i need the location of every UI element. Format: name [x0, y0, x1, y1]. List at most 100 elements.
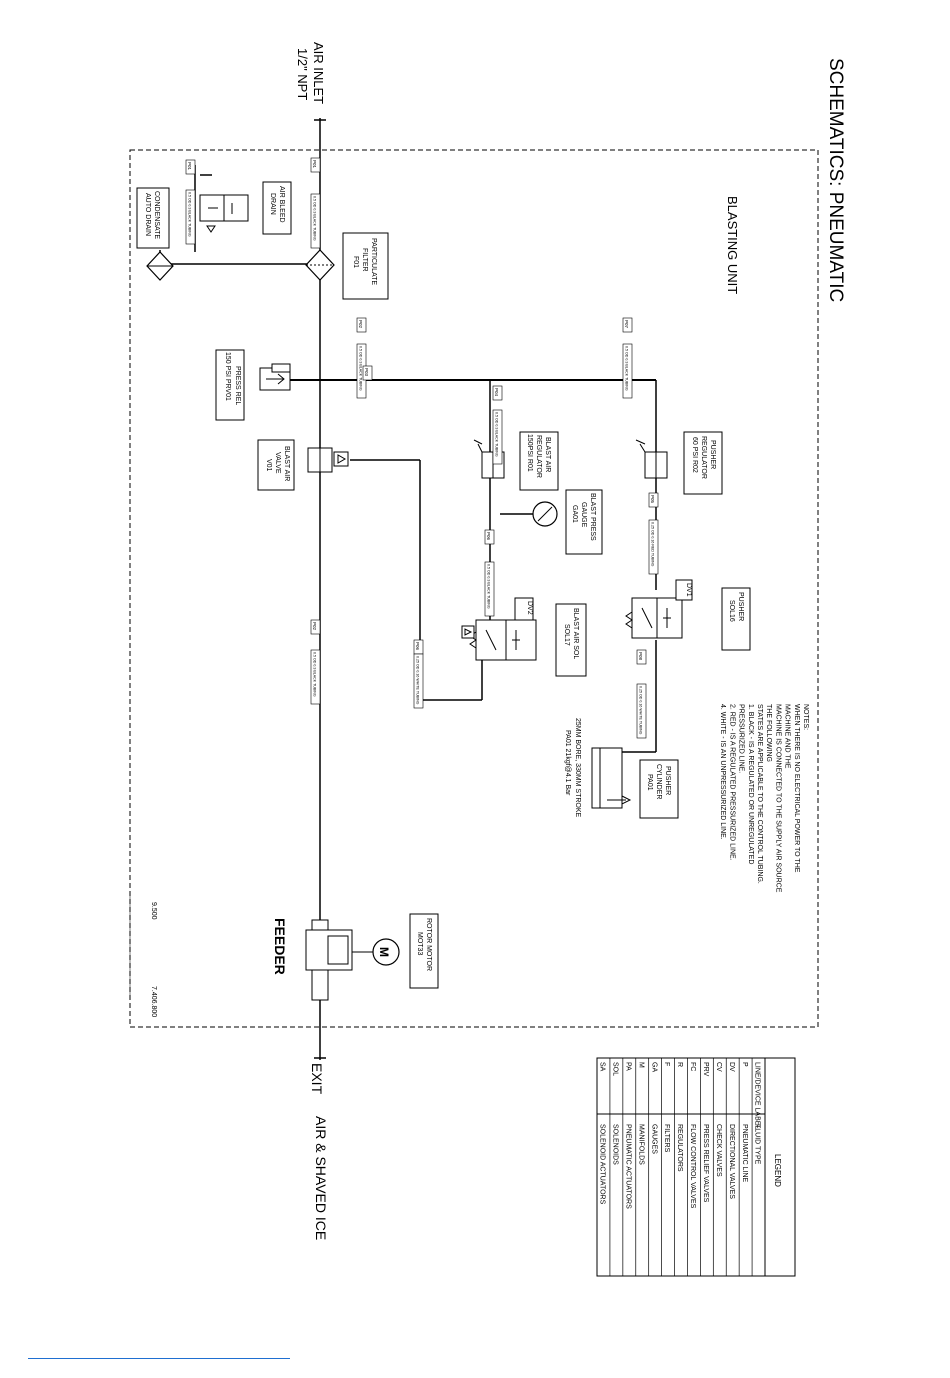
- svg-text:VALVE: VALVE: [274, 452, 281, 474]
- particulate-filter: PARTICULATE FILTER F01: [305, 232, 389, 300]
- svg-text:PA01 21kgf@4.1 Bar: PA01 21kgf@4.1 Bar: [564, 730, 571, 796]
- line-tag-box: [356, 317, 367, 333]
- tubing-tag-label: 0.25 OD 0.16 RED TUBING: [651, 522, 655, 567]
- line-tag-box: [362, 365, 373, 381]
- svg-text:BLAST AIR: BLAST AIR: [283, 446, 290, 481]
- legend-fluid-type: PRESS RELIEF VALVES: [702, 1124, 709, 1203]
- line-tag-label: P06: [415, 642, 420, 651]
- dv1-tag: DV1: [685, 583, 692, 597]
- legend-fluid-type: REGULATORS: [676, 1124, 683, 1172]
- feeder-assembly: M ROTOR MOTOR MOT33: [305, 913, 439, 1001]
- blast-air-regulator: BLAST AIR REGULATOR 150PSI R01: [473, 431, 559, 491]
- line-tag-box: [492, 385, 503, 401]
- legend-label: PRV: [702, 1062, 709, 1077]
- legend-label: GA: [650, 1062, 657, 1072]
- dimension-labels: 9.500 7.406.800: [129, 894, 157, 1017]
- motor-symbol: M: [377, 947, 391, 957]
- tubing-tag-box: [310, 649, 321, 705]
- legend-fluid-type: FLOW CONTROL VALVES: [689, 1124, 696, 1209]
- legend-label: CV: [715, 1062, 722, 1072]
- svg-text:FILTER: FILTER: [361, 248, 368, 272]
- note-line: MACHINE IS CONNECTED TO THE SUPPLY AIR S…: [774, 704, 781, 893]
- line-tag-box: [185, 159, 196, 175]
- svg-text:V01: V01: [265, 459, 272, 472]
- blast-air-valve: BLAST AIR VALVE V01: [257, 439, 349, 491]
- note-line: PRESSURIZED LINE.: [738, 704, 745, 773]
- svg-text:CYLINDER: CYLINDER: [655, 764, 662, 799]
- legend-label: DV: [728, 1062, 735, 1072]
- blasting-unit-boundary: [129, 149, 819, 1028]
- svg-text:BLAST AIR: BLAST AIR: [544, 437, 551, 472]
- line-tag-box: [310, 619, 321, 635]
- line-tag-label: P02: [312, 622, 317, 631]
- svg-text:150 PSI PRV01: 150 PSI PRV01: [224, 352, 231, 401]
- legend-label: SA: [599, 1062, 606, 1072]
- legend-fluid-type: FILTERS: [663, 1124, 670, 1153]
- line-tag-label: P07: [624, 320, 629, 329]
- tubing-tag-label: 0.5 OD 0.3 BLACK TUBING: [487, 564, 491, 609]
- press-relief-valve: PRESS REL 150 PSI PRV01: [215, 349, 291, 421]
- tubing-tag-label: 0.5 OD 0.3 BLACK TUBING: [188, 192, 192, 237]
- tubing-tag-box: [310, 193, 321, 249]
- legend-fluid-type: PNEUMATIC LINE: [741, 1124, 748, 1183]
- svg-text:BLAST AIR SOL: BLAST AIR SOL: [572, 608, 579, 659]
- note-line: 2. RED - IS A REGULATED PRESSURIZED LINE…: [728, 704, 735, 861]
- line-tag-box: [622, 317, 633, 333]
- line-tag-label: P06: [486, 532, 491, 541]
- line-tag-label: P02: [358, 320, 363, 329]
- legend-header: FLUID TYPE: [754, 1124, 761, 1165]
- legend-label: SOL: [612, 1062, 619, 1076]
- svg-text:PA01: PA01: [646, 774, 653, 791]
- svg-text:PUSHER: PUSHER: [737, 592, 744, 621]
- line-tag-label: P01: [187, 162, 192, 171]
- svg-text:DRAIN: DRAIN: [269, 193, 276, 215]
- legend-label: FC: [689, 1062, 696, 1071]
- line-tag-box: [484, 529, 495, 545]
- note-line: THE FOLLOWING: [765, 704, 772, 762]
- schematic-title: SCHEMATICS: PNEUMATIC: [825, 58, 846, 302]
- legend-label: P: [741, 1062, 748, 1067]
- line-tag-label: P03: [364, 368, 369, 377]
- tubing-tag-box: [484, 561, 495, 617]
- line-tag-label: P01: [312, 160, 317, 169]
- line-tag-box: [636, 649, 647, 665]
- legend-header: LINE/DEVICE LABEL: [754, 1062, 761, 1129]
- unit-label: BLASTING UNIT: [725, 196, 740, 294]
- svg-text:AUTO DRAIN: AUTO DRAIN: [144, 193, 151, 236]
- note-line: MACHINE AND THE: [784, 704, 791, 769]
- legend-fluid-type: SOLENOIDS: [612, 1124, 619, 1165]
- svg-text:AIR INLET: AIR INLET: [311, 42, 326, 104]
- svg-text:PARTICULATE: PARTICULATE: [370, 238, 377, 285]
- svg-text:CONDENSATE: CONDENSATE: [153, 191, 160, 239]
- svg-text:SOL16: SOL16: [728, 600, 735, 622]
- svg-text:1/2" NPT: 1/2" NPT: [295, 48, 310, 100]
- svg-text:AIR BLEED: AIR BLEED: [278, 186, 285, 223]
- tubing-tag-label: 0.5 OD 0.3 BLACK TUBING: [625, 346, 629, 391]
- legend-label: F: [663, 1062, 670, 1066]
- exit-label: EXIT: [309, 1063, 325, 1095]
- line-tags: P01 0.5 OD 0.3 BLACK TUBING P02 0.5 OD 0.3 …: [185, 157, 659, 739]
- line-tag-label: P05: [650, 495, 655, 504]
- air-bleed-drain: AIR BLEED DRAIN: [199, 181, 292, 235]
- tubing-tag-box: [636, 683, 647, 739]
- tubing-tag-box: [492, 409, 503, 465]
- legend-fluid-type: SOLENOID ACTUATORS: [599, 1124, 606, 1205]
- legend-fluid-type: PNEUMATIC ACTUATORS: [624, 1124, 631, 1209]
- svg-text:SOL17: SOL17: [563, 624, 570, 646]
- svg-text:BLAST PRESS: BLAST PRESS: [589, 493, 596, 541]
- tubing-tag-label: 0.5 OD 0.3 BLACK TUBING: [359, 346, 363, 391]
- svg-text:9.500: 9.500: [150, 902, 157, 920]
- note-line: STATES ARE APPLICABLE TO THE CONTROL TUB…: [756, 704, 763, 884]
- legend-fluid-type: DIRECTIONAL VALVES: [728, 1124, 735, 1199]
- note-line: 4. WHITE - IS AN UNPRESSURIZED LINE.: [719, 704, 726, 840]
- svg-text:GAUGE: GAUGE: [580, 502, 587, 528]
- exit-media-label: AIR & SHAVED ICE: [313, 1116, 329, 1240]
- footer-link-underline[interactable]: [28, 1358, 290, 1359]
- legend-label: M: [637, 1062, 644, 1068]
- tubing-tag-label: 0.25 OD 0.16 WHITE TUBING: [639, 686, 643, 735]
- svg-text:REGULATOR: REGULATOR: [535, 435, 542, 478]
- legend-label: R: [676, 1062, 683, 1067]
- tubing-tag-label: 0.5 OD 0.3 BLACK TUBING: [313, 652, 317, 697]
